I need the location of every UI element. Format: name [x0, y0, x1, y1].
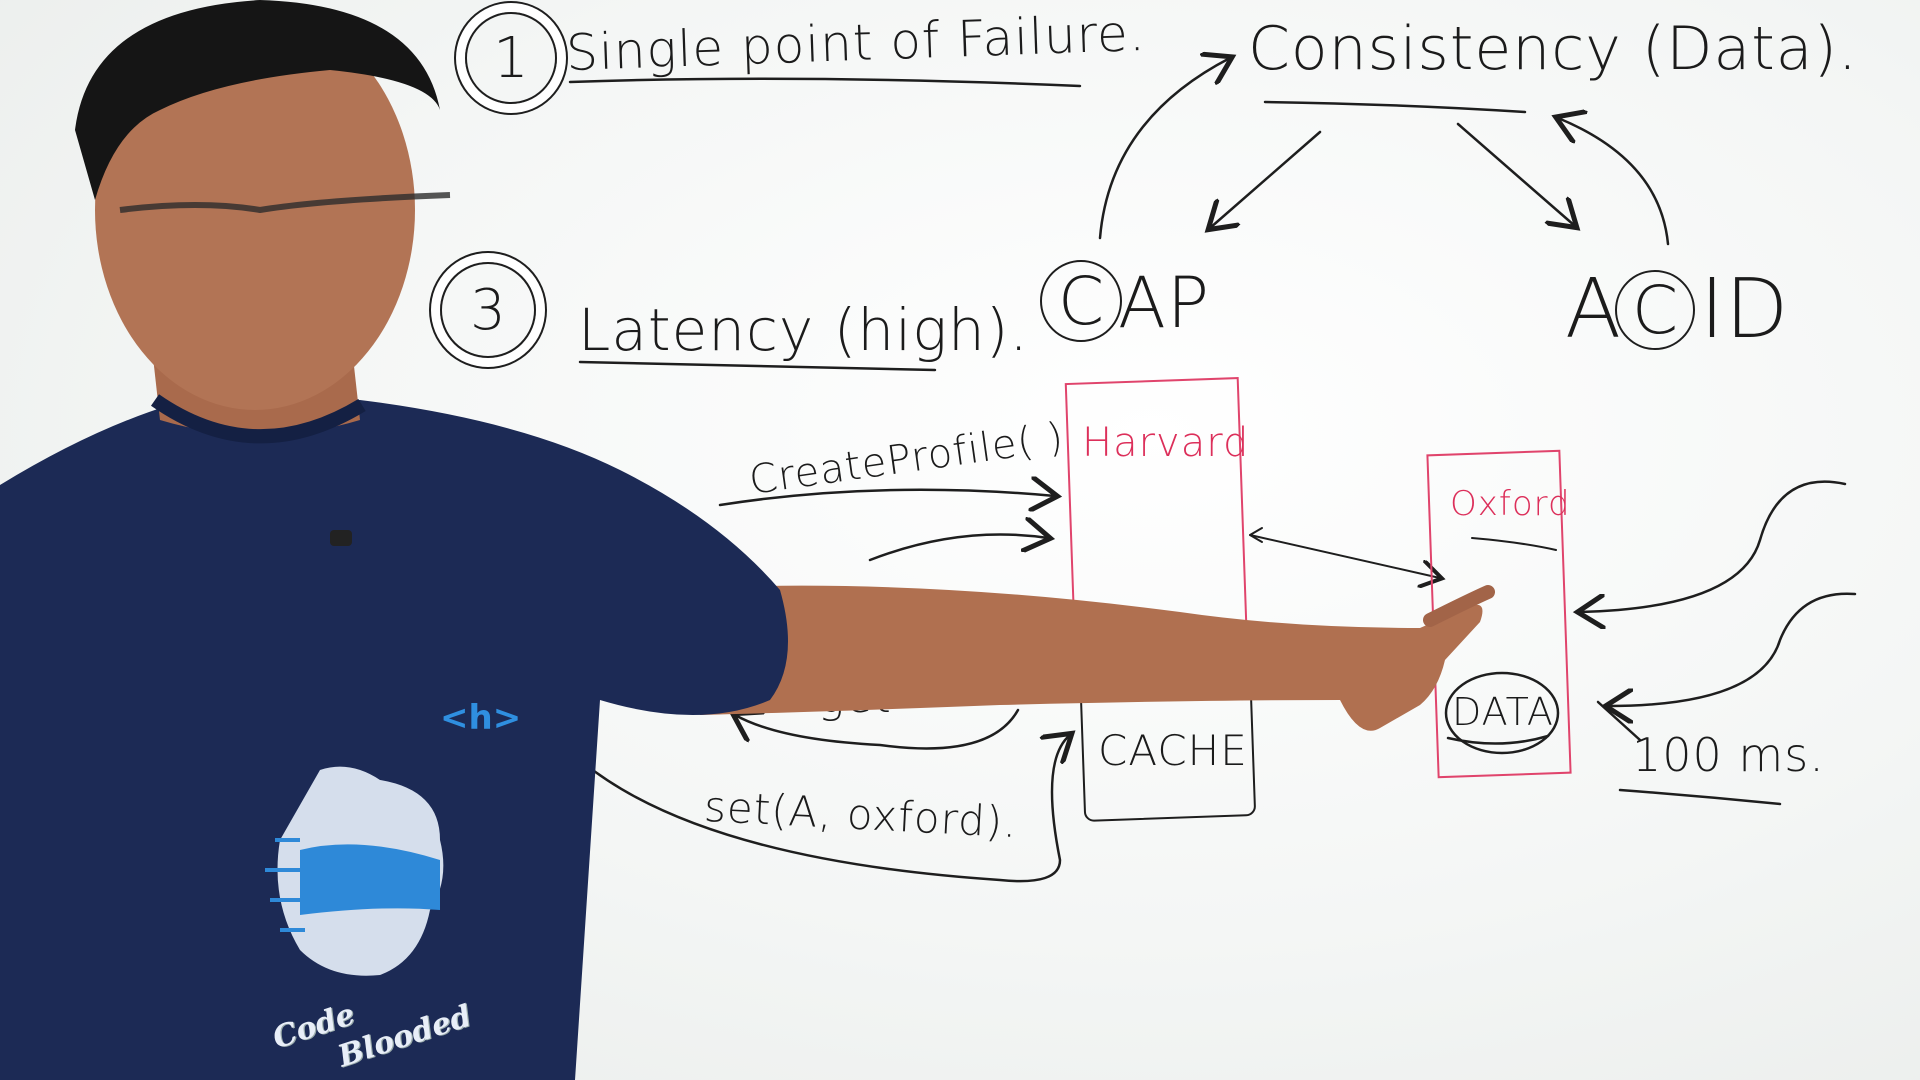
arrow-to-harvard	[868, 534, 1048, 562]
underline-item1	[568, 77, 1082, 88]
arrow-get-return	[735, 708, 1020, 750]
data-label: DATA	[1452, 690, 1554, 734]
underline-consistency	[1263, 100, 1527, 114]
cap-ap-text: AP	[1118, 262, 1211, 344]
arrow-cap-to-consistency	[1098, 58, 1230, 240]
acid-c-circle: C	[1615, 270, 1695, 350]
acid-id-text: ID	[1700, 262, 1790, 357]
arrow-harvard-oxford	[1249, 534, 1440, 578]
number-circle-3: 3	[440, 262, 536, 358]
data-oval	[1444, 671, 1560, 755]
presenter-hair	[75, 0, 440, 200]
latency-value-text: 100 ms.	[1632, 728, 1825, 782]
arrow-consistency-to-acid	[1456, 122, 1575, 226]
arrow-acid-to-consistency	[1558, 118, 1670, 246]
cache-label: CACHE	[1098, 726, 1248, 775]
presenter-arm	[660, 585, 1483, 731]
arrow-in-1	[1580, 480, 1847, 612]
shirt-graphic	[265, 766, 444, 976]
underline-100ms	[1618, 788, 1782, 806]
oxford-label: Oxford	[1450, 484, 1571, 524]
arrow-create-profile	[718, 490, 1055, 505]
acid-a-text: A	[1565, 262, 1623, 357]
underline-latency	[578, 360, 937, 372]
consistency-heading: Consistency (Data).	[1248, 14, 1859, 84]
arrow-set-to-cache	[578, 735, 1070, 883]
latency-high-text: Latency (high).	[578, 296, 1029, 364]
arrow-in-2	[1608, 592, 1857, 706]
arrow-in-3	[1596, 700, 1642, 742]
arrow-consistency-to-cap	[1210, 130, 1322, 228]
presenter-tshirt	[0, 400, 788, 1080]
shirt-logo: <h>	[440, 698, 522, 738]
cap-c-circle: C	[1040, 260, 1122, 342]
number-circle-1: 1	[465, 12, 557, 104]
harvard-label: Harvard	[1082, 420, 1250, 466]
